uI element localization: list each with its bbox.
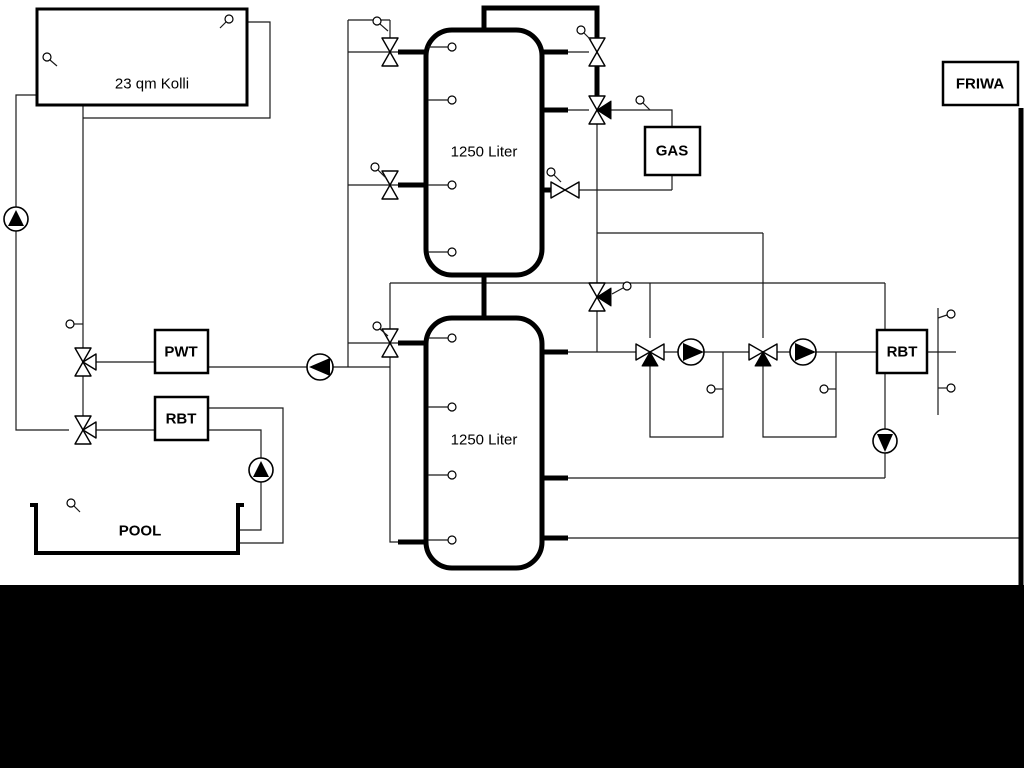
tank2-charge-valve-icon: [381, 328, 399, 358]
buffer-tank-1-label: 1250 Liter: [451, 144, 518, 161]
friwa-label: FRIWA: [956, 76, 1004, 93]
circuit1-mixing-valve-icon: [635, 343, 665, 367]
pipe-segment: [389, 357, 398, 543]
circuit1-pump-icon: [677, 338, 705, 366]
temperature-sensor-icon: [66, 498, 76, 508]
temperature-sensor-icon: [370, 162, 380, 172]
circuit2-mixing-valve-icon: [748, 343, 778, 367]
temperature-sensor-icon: [447, 247, 457, 257]
rbt-right-label: RBT: [887, 344, 918, 361]
temperature-sensor-icon: [372, 16, 382, 26]
temperature-sensor-icon: [576, 25, 586, 35]
solar-rbt-valve-icon: [74, 415, 97, 445]
pipe-segment: [238, 482, 262, 531]
temperature-sensor-icon: [946, 309, 956, 319]
temperature-sensor-icon: [447, 42, 457, 52]
temperature-sensor-icon: [224, 14, 234, 24]
buffer-tank-2: [423, 315, 545, 571]
rbt-pump-icon: [872, 428, 898, 454]
field-sensors: [42, 14, 956, 513]
solar-collector-box: [35, 7, 249, 107]
circuit2-pump-icon: [789, 338, 817, 366]
temperature-sensor-icon: [447, 180, 457, 190]
boiler-top-valve-icon: [588, 37, 606, 67]
temperature-sensor-icon: [447, 402, 457, 412]
pipe-segment: [762, 352, 837, 438]
temperature-sensor-icon: [65, 319, 75, 329]
temperature-sensor-icon: [42, 52, 52, 62]
tank1-top-left-valve-icon: [381, 37, 399, 67]
pool-label: POOL: [119, 523, 162, 540]
pipe-segment: [83, 21, 271, 119]
temperature-sensor-icon: [447, 333, 457, 343]
temperature-sensor-icon: [447, 470, 457, 480]
pool-pump-icon: [248, 457, 274, 483]
temperature-sensor-icon: [635, 95, 645, 105]
gas-return-valve-icon: [550, 181, 580, 199]
temperature-sensor-icon: [372, 321, 382, 331]
temperature-sensor-icon: [447, 535, 457, 545]
pipe-network-thick: [398, 5, 1024, 585]
gas-boiler-label: GAS: [656, 143, 689, 160]
tank-sensor-group: [428, 42, 457, 545]
temperature-sensor-icon: [819, 384, 829, 394]
temperature-sensor-icon: [447, 95, 457, 105]
pool-basin: [30, 503, 244, 555]
solar-pwt-valve-icon: [74, 347, 97, 377]
friwa-box: [941, 60, 1020, 107]
rbt-pool-label: RBT: [166, 411, 197, 428]
temperature-sensor-icon: [546, 167, 556, 177]
rbt-pool-box: [153, 395, 210, 442]
pipe-network-thin: [15, 19, 1021, 544]
temperature-sensor-icon: [946, 383, 956, 393]
solar-collector-label: 23 qm Kolli: [115, 76, 189, 93]
pipe-segment: [15, 94, 69, 431]
tank1-mid-left-valve-icon: [381, 170, 399, 200]
gas-boiler-box: [643, 125, 702, 177]
pipe-segment: [481, 5, 600, 38]
pwt-label: PWT: [164, 344, 197, 361]
pipe-segment: [649, 352, 724, 438]
solar-pump-icon: [3, 206, 29, 232]
rbt-right-box: [875, 328, 929, 375]
pipe-segment: [208, 407, 284, 544]
boiler-gas-valve-icon: [588, 95, 612, 125]
buffer-tank-1: [423, 27, 545, 278]
distribution-valve-icon: [588, 282, 612, 312]
temperature-sensor-icon: [622, 281, 632, 291]
pipe-segment: [208, 429, 262, 458]
pipe-segment: [611, 109, 673, 127]
charge-pump-icon: [306, 353, 334, 381]
pwt-box: [153, 328, 210, 375]
temperature-sensor-icon: [706, 384, 716, 394]
letterbox-bottom: [0, 585, 1024, 768]
buffer-tank-2-label: 1250 Liter: [451, 432, 518, 449]
